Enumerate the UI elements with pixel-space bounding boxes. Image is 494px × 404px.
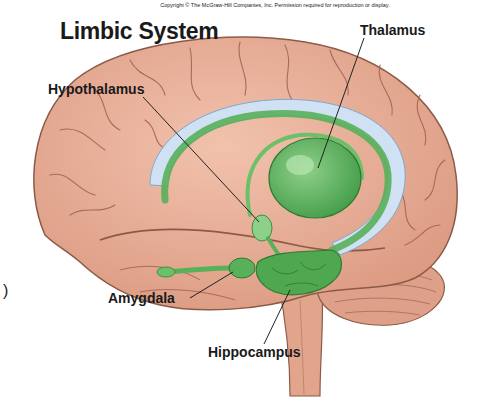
title-holder: Limbic System: [60, 18, 218, 45]
diagram-title: Limbic System: [60, 18, 218, 45]
part-label: Hypothalamus: [48, 81, 144, 97]
brainstem-groove: [300, 300, 304, 394]
label-holder: Amygdala: [108, 290, 175, 306]
leader-lines: [143, 38, 364, 344]
lateral-ventricle: [150, 99, 405, 255]
part-label: Amygdala: [108, 290, 175, 306]
label-holder: Hippocampus: [208, 344, 301, 360]
thalamus-highlight: [286, 155, 314, 175]
label-holder: Hypothalamus: [48, 81, 144, 97]
part-label: Hippocampus: [208, 344, 301, 360]
thalamus: [269, 138, 361, 218]
part-label: Thalamus: [360, 22, 425, 38]
hippocampus-folds: [272, 262, 326, 286]
label-holder: Thalamus: [360, 22, 425, 38]
label-holder: ): [3, 282, 8, 300]
edge-fragment: ): [3, 282, 8, 300]
copyright-note: Copyright © The McGraw-Hill Companies, I…: [160, 2, 389, 8]
olfactory-tract: [168, 268, 232, 272]
label-holder: Copyright © The McGraw-Hill Companies, I…: [160, 2, 389, 8]
fornix: [165, 114, 389, 250]
cerebrum: [34, 37, 457, 310]
amygdala: [229, 258, 255, 278]
hippocampus: [256, 250, 341, 295]
olfactory-bulb: [157, 267, 175, 277]
